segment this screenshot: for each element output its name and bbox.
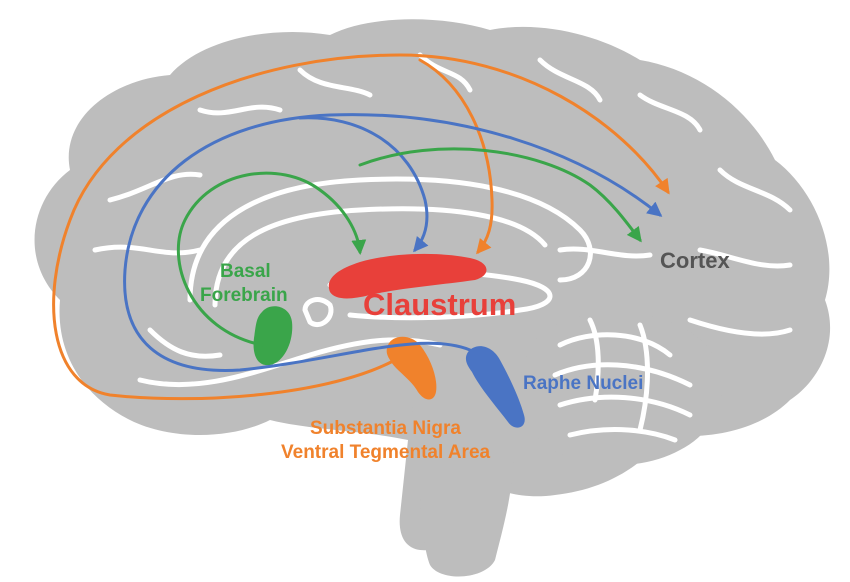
- blue-arrow-to-cortex: [123, 113, 663, 372]
- orange-arrow-to-claustrum: [418, 58, 494, 255]
- green-arrow-to-cortex: [358, 147, 642, 243]
- basal-forebrain-label-line2: Forebrain: [200, 285, 288, 306]
- orange-arrow-to-cortex: [52, 53, 670, 401]
- projection-arrows: [52, 53, 670, 401]
- ventral-tegmental-area-label: Ventral Tegmental Area: [281, 442, 491, 463]
- basal-forebrain-label-line1: Basal: [220, 261, 271, 282]
- sulci: [92, 52, 793, 443]
- green-arrow-to-claustrum: [176, 171, 367, 347]
- brainstem: [412, 360, 514, 577]
- cerebellum: [520, 312, 723, 466]
- basal-forebrain-shape: [253, 306, 293, 366]
- substantia-nigra-shape: [386, 336, 437, 400]
- claustrum-shape: [328, 253, 487, 299]
- cortex-label: Cortex: [660, 248, 730, 273]
- blue-arrow-to-claustrum: [298, 116, 429, 253]
- raphe-nuclei-shape: [465, 346, 525, 428]
- claustrum-label: Claustrum: [363, 287, 516, 322]
- raphe-nuclei-label: Raphe Nuclei: [523, 373, 643, 394]
- substantia-nigra-label-line1: Substantia Nigra: [310, 418, 461, 439]
